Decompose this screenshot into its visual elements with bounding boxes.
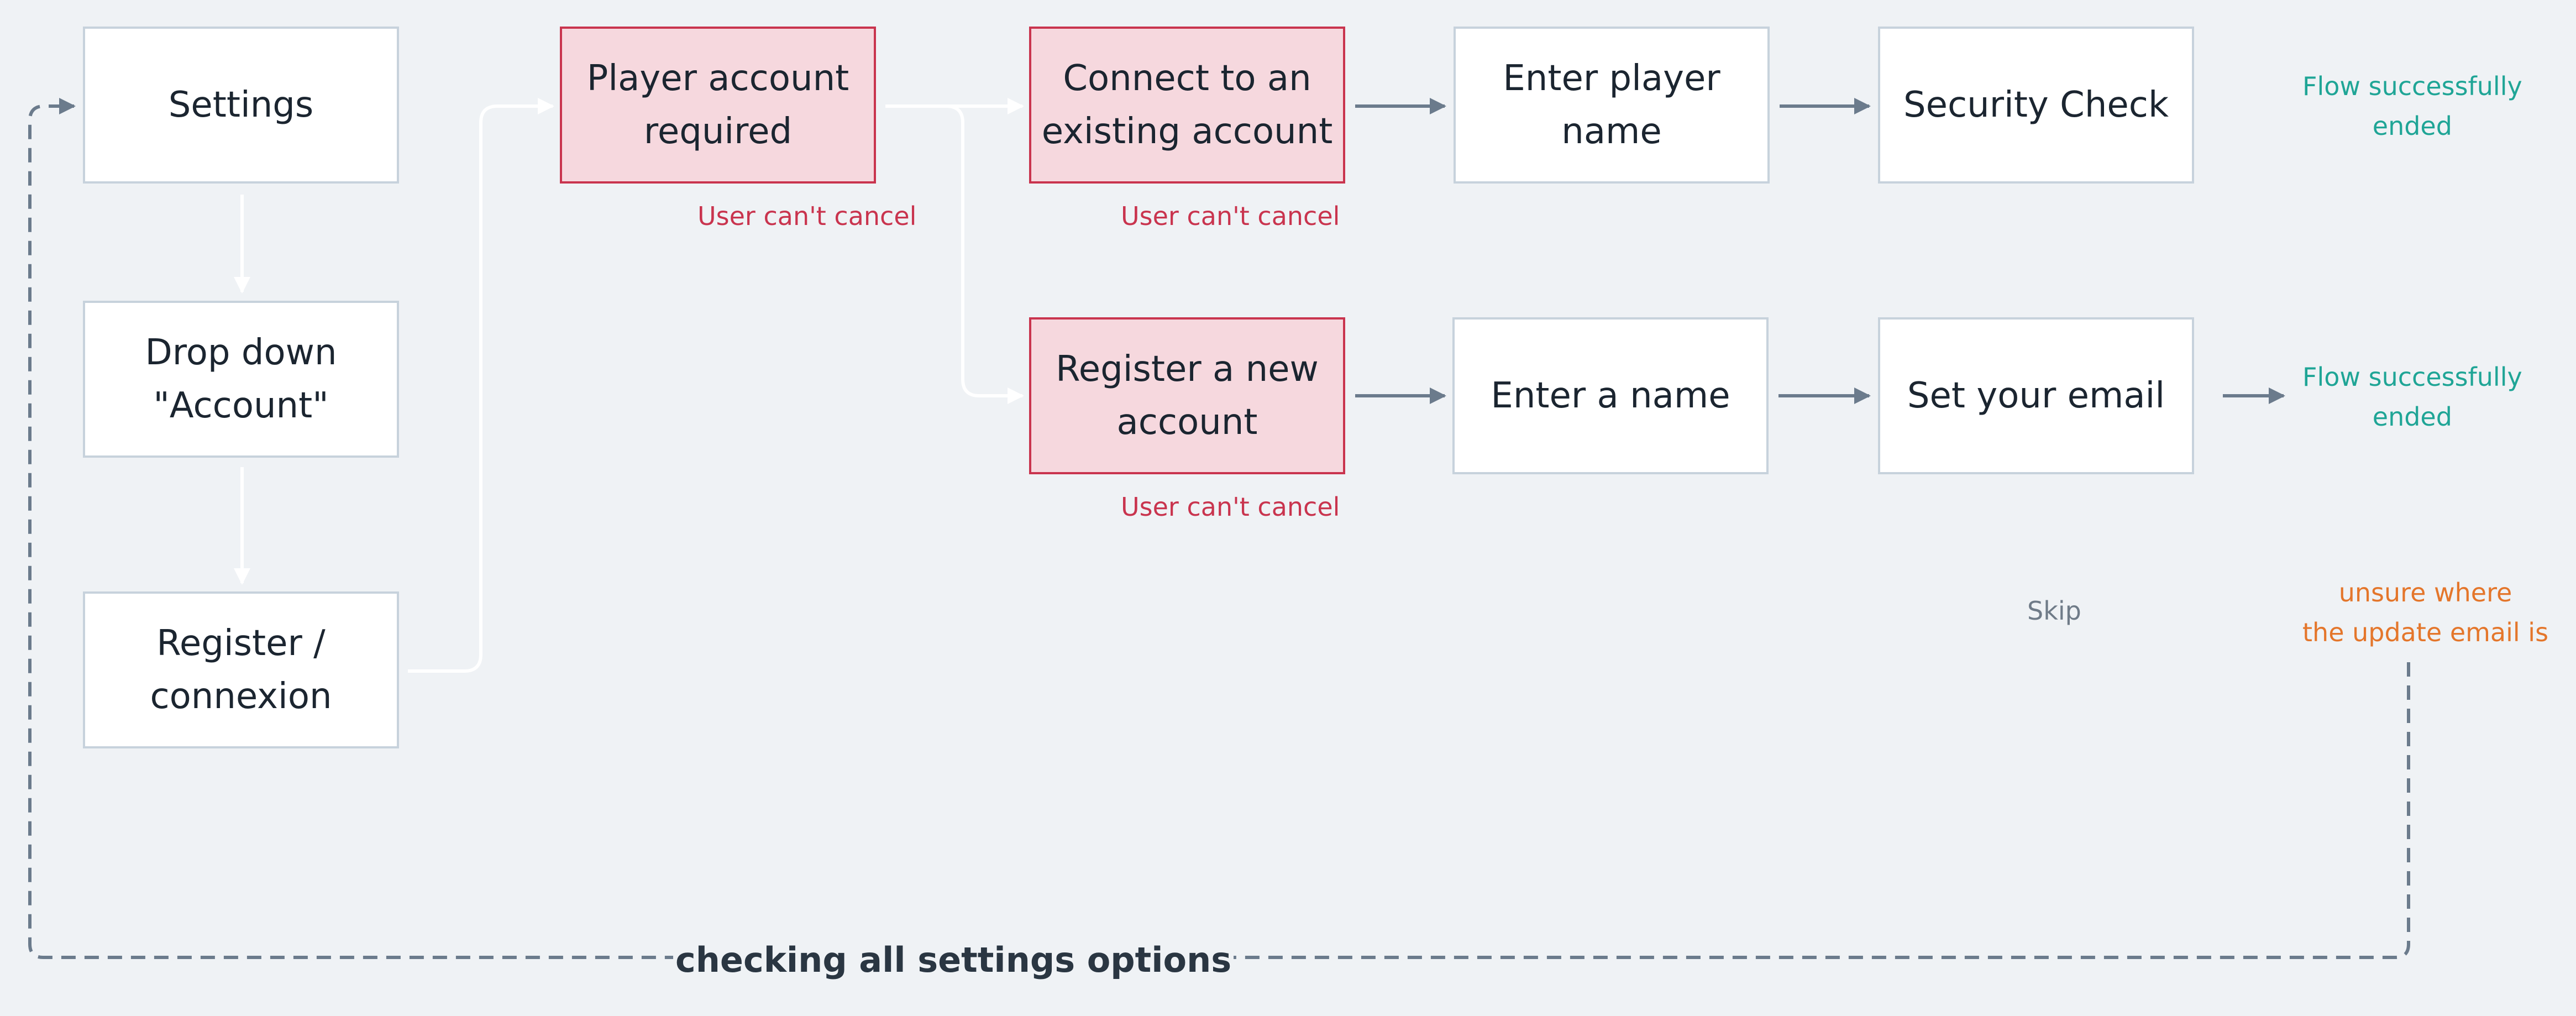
node-enter-a-name[interactable]: Enter a name <box>1452 317 1769 474</box>
arrow-register-to-player-account <box>408 98 554 673</box>
arrow-player-account-to-register-new <box>946 104 1024 404</box>
node-enter-player-name[interactable]: Enter player name <box>1454 27 1770 184</box>
node-player-account-required[interactable]: Player account required <box>560 27 876 184</box>
dashed-loop-connector <box>28 98 2410 959</box>
node-register-connexion[interactable]: Register / connexion <box>83 591 399 748</box>
loop-label: checking all settings options <box>673 940 1234 980</box>
node-register-new-account[interactable]: Register a new account <box>1029 317 1345 474</box>
node-dropdown-account[interactable]: Drop down "Account" <box>83 301 399 458</box>
node-set-your-email[interactable]: Set your email <box>1878 317 2194 474</box>
note-flow-ended-top: Flow successfully ended <box>2302 71 2522 141</box>
node-connect-existing-account[interactable]: Connect to an existing account <box>1029 27 1345 184</box>
node-settings[interactable]: Settings <box>83 27 399 184</box>
note-user-cant-cancel: User can't cancel <box>1121 201 1340 231</box>
note-flow-ended-bottom: Flow successfully ended <box>2302 362 2522 432</box>
note-unsure-update-email: unsure where the update email is <box>2302 578 2549 647</box>
node-security-check[interactable]: Security Check <box>1878 27 2194 184</box>
note-skip: Skip <box>2027 596 2081 626</box>
note-user-cant-cancel: User can't cancel <box>1121 492 1340 522</box>
note-user-cant-cancel: User can't cancel <box>697 201 917 231</box>
